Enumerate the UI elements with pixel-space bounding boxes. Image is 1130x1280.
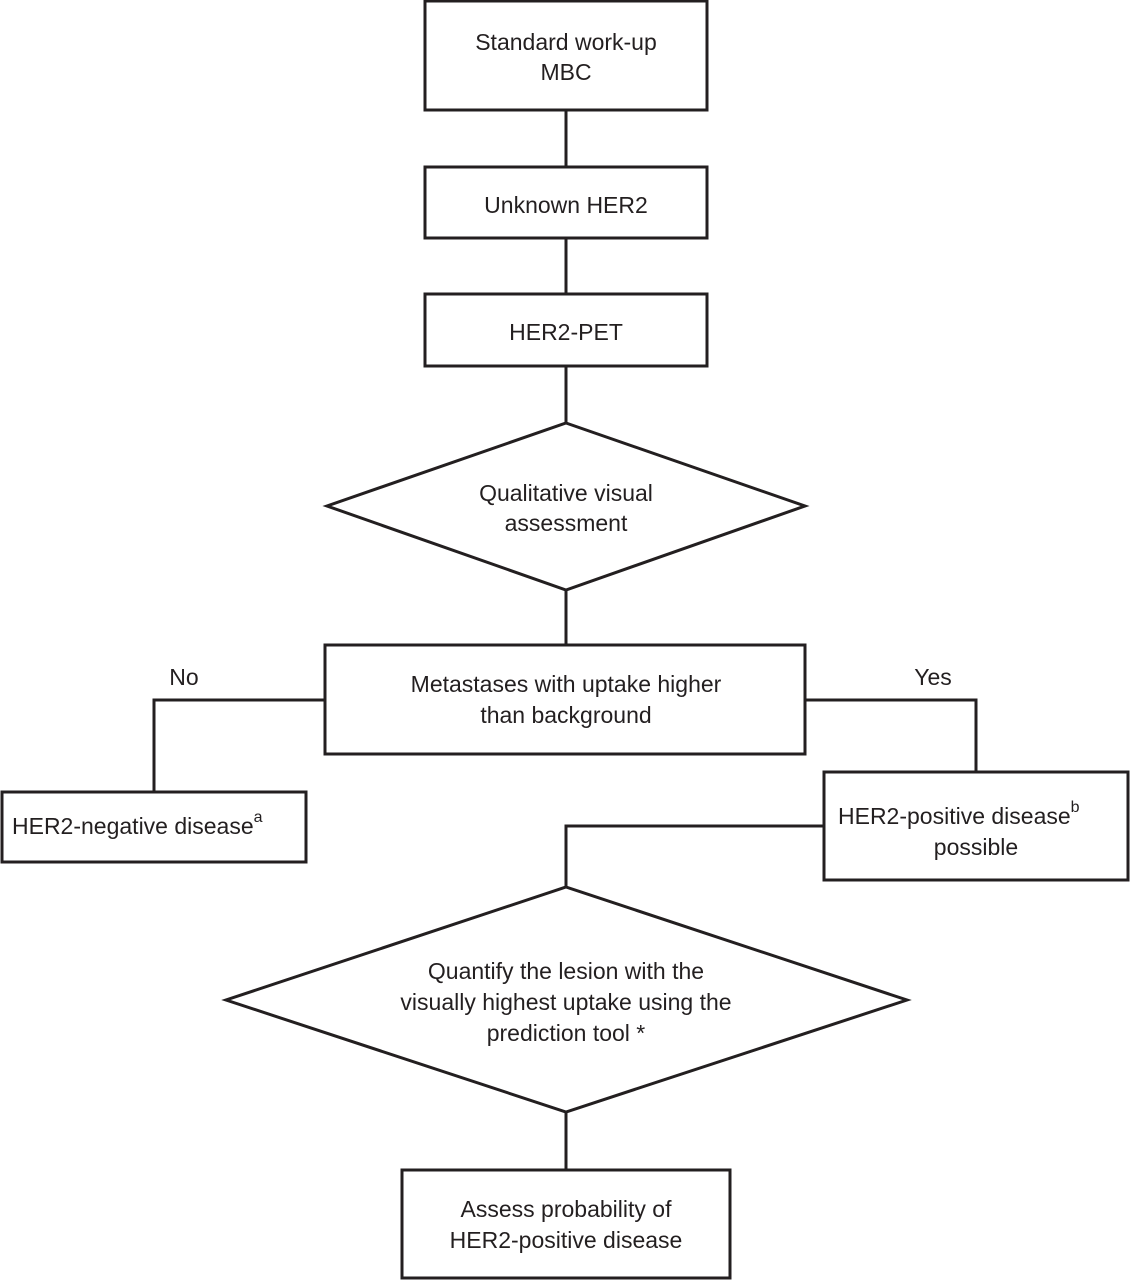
node-visual-assessment: Qualitative visual assessment xyxy=(322,421,810,592)
node-quantify-lesion: Quantify the lesion with the visually hi… xyxy=(221,885,912,1114)
node-her2-positive-footnote: b xyxy=(1071,799,1080,816)
edge-metastases-to-positive xyxy=(805,698,978,772)
node-her2-pet: HER2-PET xyxy=(423,292,709,368)
node-her2-negative: HER2-negative diseasea xyxy=(0,790,308,864)
node-quantify-lesion-line1: Quantify the lesion with the xyxy=(428,958,704,984)
node-assess-probability: Assess probability of HER2-positive dise… xyxy=(400,1168,732,1280)
node-metastases-uptake: Metastases with uptake higher than backg… xyxy=(323,643,807,756)
node-her2-positive-line1: HER2-positive diseaseb xyxy=(838,799,1080,829)
node-her2-negative-footnote: a xyxy=(254,809,263,826)
node-assess-probability-line2: HER2-positive disease xyxy=(450,1227,683,1253)
node-standard-workup-line2: MBC xyxy=(540,59,591,85)
node-unknown-her2: Unknown HER2 xyxy=(423,165,709,240)
node-metastases-uptake-line2: than background xyxy=(480,702,651,728)
node-quantify-lesion-line2: visually highest uptake using the xyxy=(400,989,731,1015)
node-unknown-her2-label: Unknown HER2 xyxy=(484,192,648,218)
node-visual-assessment-line2: assessment xyxy=(505,510,628,536)
node-assess-probability-line1: Assess probability of xyxy=(461,1196,673,1222)
node-her2-pet-label: HER2-PET xyxy=(509,319,623,345)
node-metastases-uptake-line1: Metastases with uptake higher xyxy=(411,671,722,697)
node-her2-positive: HER2-positive diseaseb possible xyxy=(822,770,1130,882)
node-her2-negative-label: HER2-negative diseasea xyxy=(12,809,263,839)
node-standard-workup-line1: Standard work-up xyxy=(475,29,657,55)
edge-metastases-to-negative xyxy=(152,698,325,792)
node-visual-assessment-line1: Qualitative visual xyxy=(479,480,653,506)
edge-label-yes: Yes xyxy=(914,664,952,690)
edge-positive-to-quantify xyxy=(564,824,824,887)
node-standard-workup: Standard work-up MBC xyxy=(423,0,709,112)
node-her2-positive-line2: possible xyxy=(934,834,1018,860)
node-quantify-lesion-line3: prediction tool * xyxy=(487,1020,646,1046)
node-her2-negative-text: HER2-negative disease xyxy=(12,813,254,839)
edge-label-no: No xyxy=(169,664,198,690)
node-her2-positive-text: HER2-positive disease xyxy=(838,803,1071,829)
